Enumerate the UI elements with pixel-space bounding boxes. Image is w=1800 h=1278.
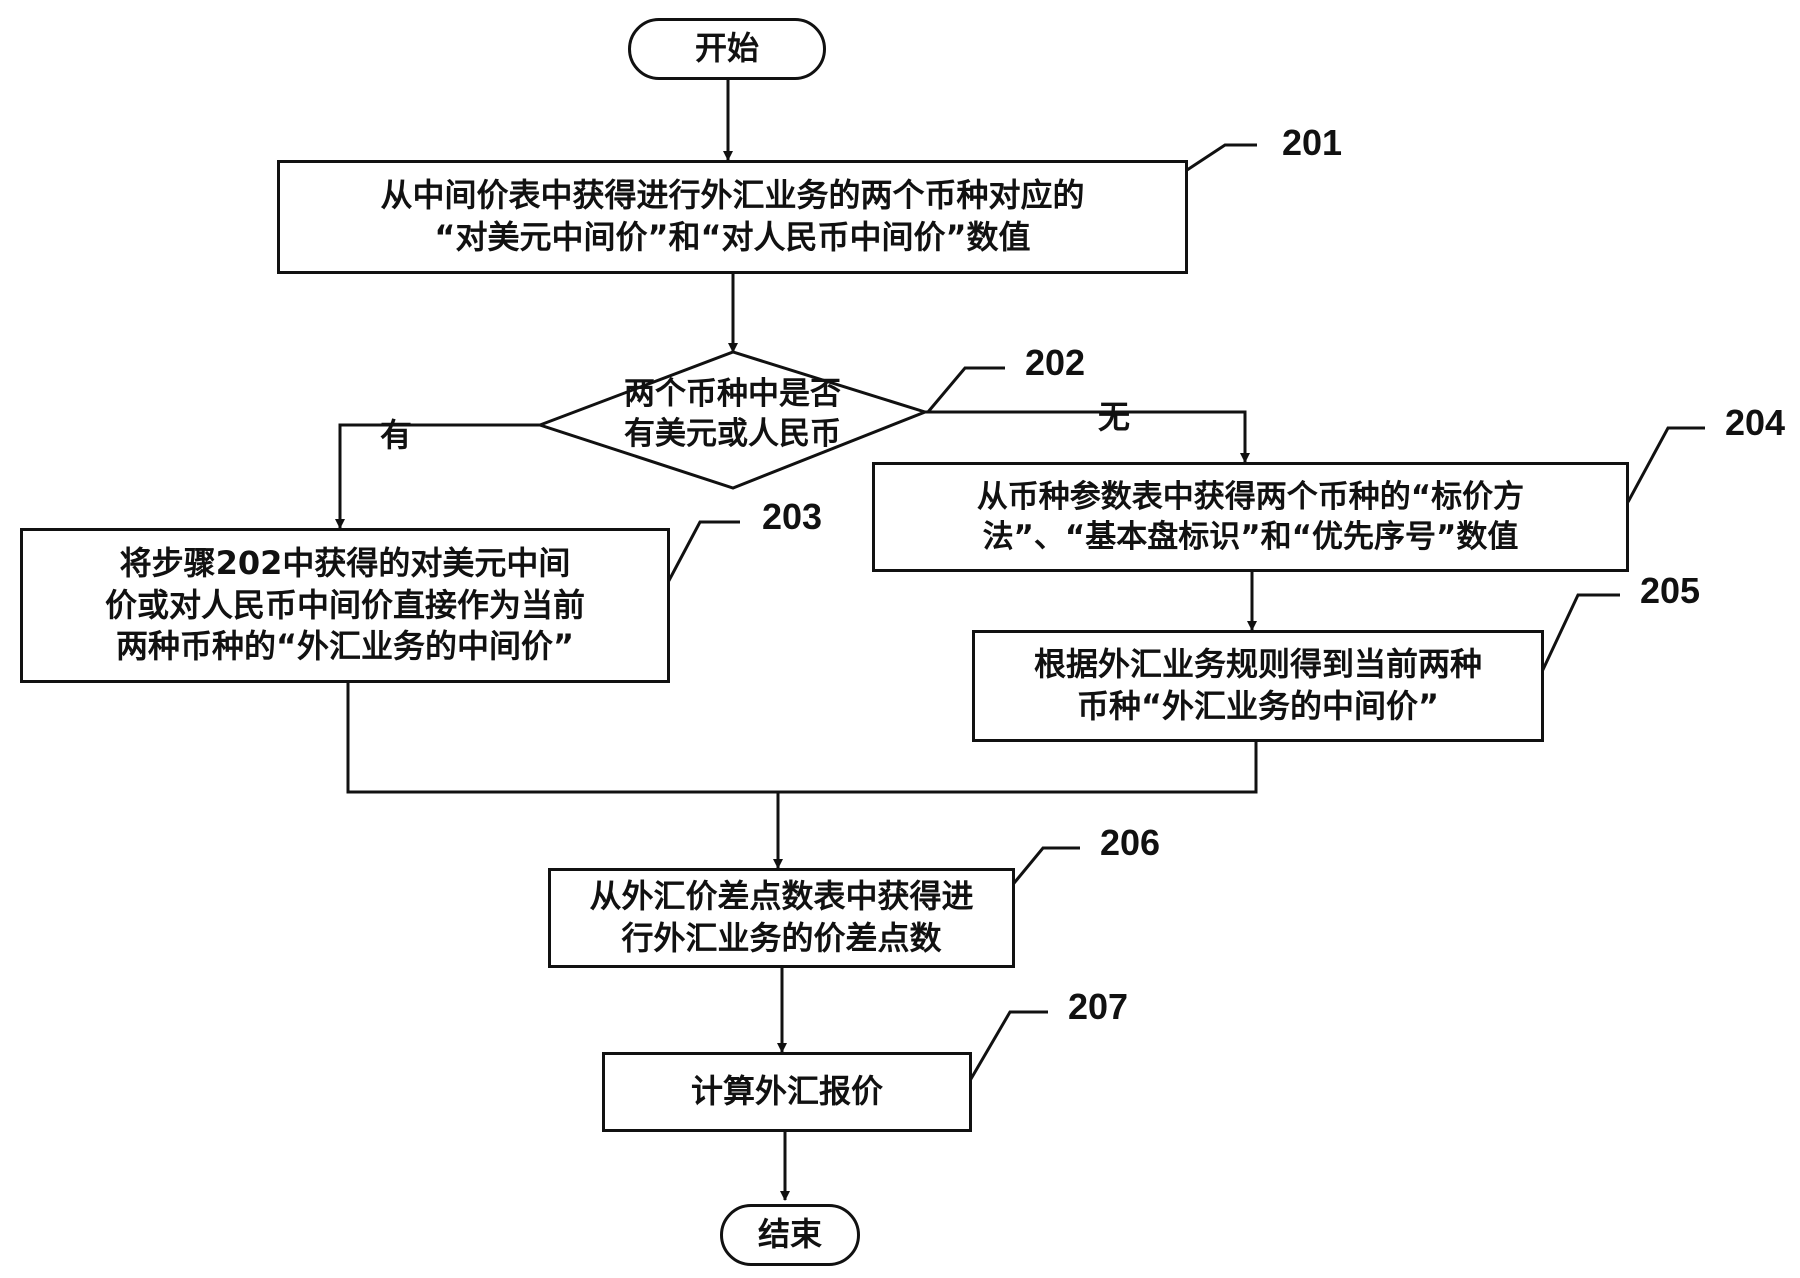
step-202-line-2: 有美元或人民币 — [624, 415, 841, 452]
step-205-line-2: 币种“外汇业务的中间价” — [1076, 687, 1440, 725]
arrow-202-yes-to-203 — [335, 423, 540, 529]
branch-label-no: 无 — [1098, 398, 1131, 436]
step-number-206: 206 — [1100, 822, 1161, 863]
step-205-box: 根据外汇业务规则得到当前两种 币种“外汇业务的中间价” — [972, 630, 1544, 742]
end-node: 结束 — [720, 1204, 860, 1266]
step-203-line-1: 将步骤202中获得的对美元中间 — [119, 544, 571, 583]
leader-201 — [1183, 143, 1257, 174]
step-203-line-3: 两种币种的“外汇业务的中间价” — [115, 627, 575, 666]
step-206-line-2: 行外汇业务的价差点数 — [621, 919, 942, 957]
step-201-line-1: 从中间价表中获得进行外汇业务的两个币种对应的 — [380, 176, 1085, 215]
merge-line — [346, 678, 1258, 794]
leader-207 — [966, 1010, 1048, 1085]
step-205-line-1: 根据外汇业务规则得到当前两种 — [1033, 645, 1482, 684]
step-207-box: 计算外汇报价 — [602, 1052, 972, 1132]
step-204-box: 从币种参数表中获得两个币种的“标价方 法”、“基本盘标识”和“优先序号”数值 — [872, 462, 1629, 572]
step-number-204: 204 — [1725, 402, 1786, 443]
leader-203 — [663, 520, 740, 589]
step-201-line-2: “对美元中间价”和“对人民币中间价”数值 — [434, 218, 1031, 256]
arrow-202-no-to-204 — [925, 410, 1250, 463]
step-number-205: 205 — [1640, 570, 1701, 611]
step-number-202: 202 — [1025, 342, 1086, 383]
step-number-207: 207 — [1068, 986, 1129, 1027]
step-206-line-1: 从外汇价差点数表中获得进 — [589, 877, 974, 916]
step-204-line-1: 从币种参数表中获得两个币种的“标价方 — [976, 478, 1525, 515]
step-206-box: 从外汇价差点数表中获得进 行外汇业务的价差点数 — [548, 868, 1015, 968]
start-node: 开始 — [628, 18, 826, 80]
leader-202 — [926, 366, 1005, 413]
step-203-box: 将步骤202中获得的对美元中间 价或对人民币中间价直接作为当前 两种币种的“外汇… — [20, 528, 670, 683]
leader-205 — [1538, 593, 1620, 677]
decision-diamond — [535, 350, 930, 490]
step-201-box: 从中间价表中获得进行外汇业务的两个币种对应的 “对美元中间价”和“对人民币中间价… — [277, 160, 1188, 274]
branch-label-yes: 有 — [380, 416, 413, 454]
step-number-203: 203 — [762, 496, 823, 537]
step-number-201: 201 — [1282, 122, 1343, 163]
leader-206 — [1008, 846, 1080, 889]
leader-204 — [1626, 426, 1705, 503]
step-204-line-2: 法”、“基本盘标识”和“优先序号”数值 — [982, 519, 1519, 555]
step-202-line-1: 两个币种中是否 — [624, 376, 841, 412]
step-202-text: 两个币种中是否 有美元或人民币 — [560, 375, 905, 454]
step-203-line-2: 价或对人民币中间价直接作为当前 — [104, 585, 585, 624]
